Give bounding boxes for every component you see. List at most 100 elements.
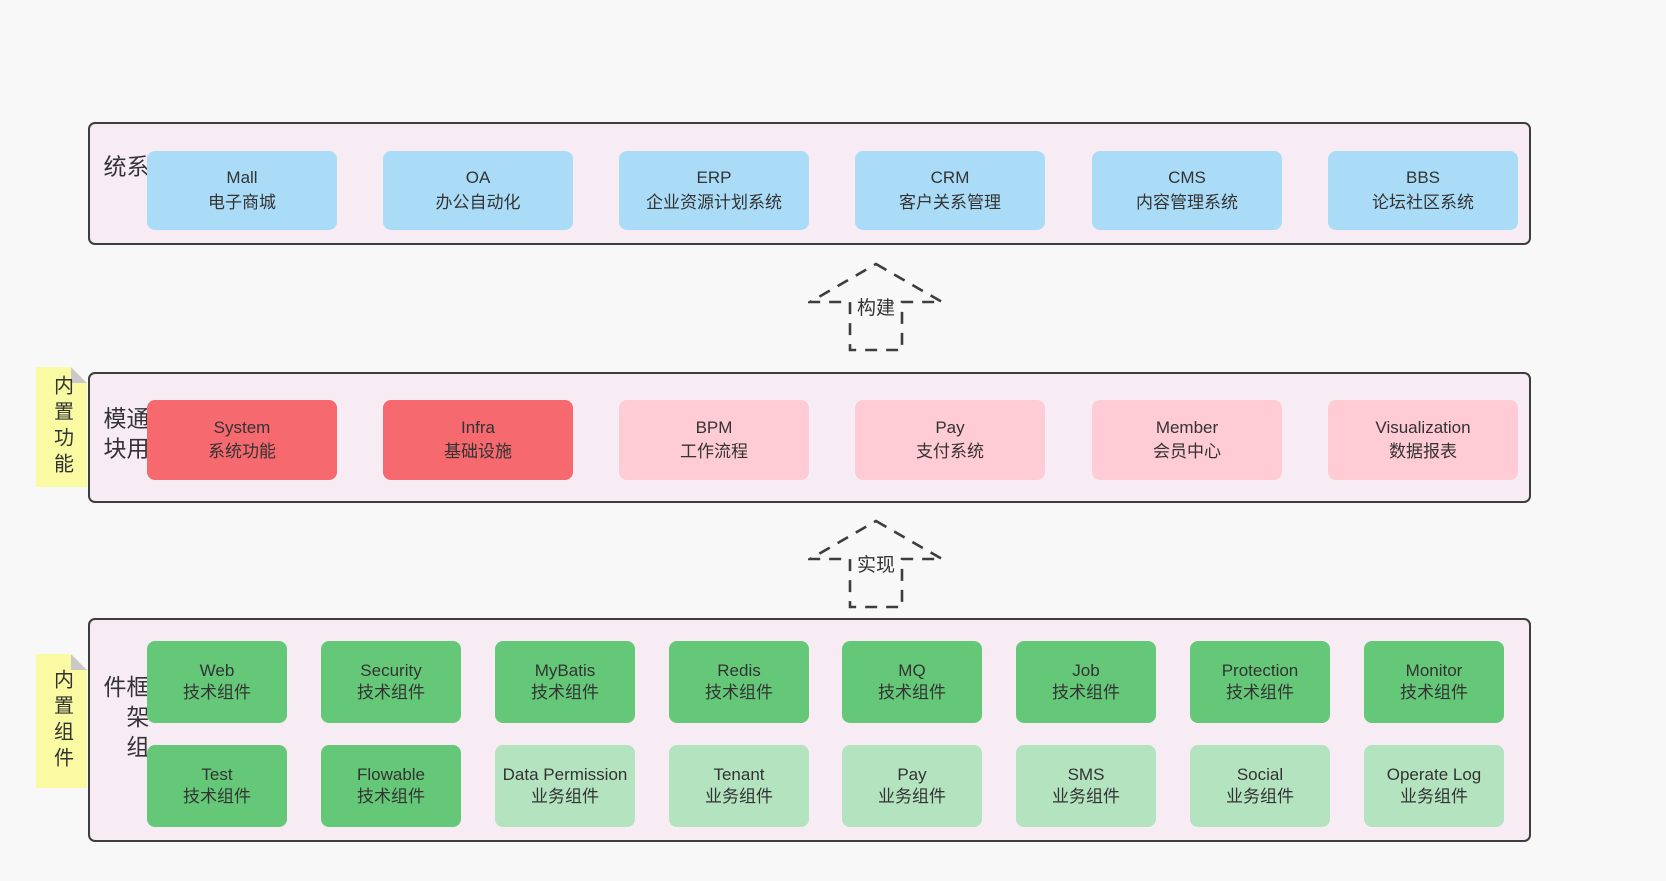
box-visualization-subtitle: 数据报表 — [1389, 442, 1457, 461]
box-mybatis-title: MyBatis — [534, 660, 596, 680]
panel-framework-components: 框架组件 Web 技术组件 Security 技术组件 MyBatis 技术组件… — [88, 618, 1531, 842]
box-job-subtitle: 技术组件 — [1052, 683, 1120, 702]
box-oa: OA 办公自动化 — [383, 151, 573, 230]
box-bbs: BBS 论坛社区系统 — [1328, 151, 1518, 230]
box-protection-subtitle: 技术组件 — [1226, 683, 1294, 702]
note-functions-text: 内置功能 — [50, 375, 73, 479]
panel-common-modules: 通用模块 System 系统功能 Infra 基础设施 BPM 工作流程 Pay… — [88, 372, 1531, 503]
box-redis-subtitle: 技术组件 — [705, 683, 773, 702]
note-fold-icon — [71, 654, 87, 670]
box-tenant-subtitle: 业务组件 — [705, 787, 773, 806]
panel-business-systems: 业务系统 Mall 电子商城 OA 办公自动化 ERP 企业资源计划系统 CRM… — [88, 122, 1531, 245]
box-data-permission-title: Data Permission — [502, 764, 628, 784]
box-test: Test 技术组件 — [147, 745, 287, 827]
box-pay: Pay 支付系统 — [855, 400, 1045, 480]
box-pay-subtitle: 支付系统 — [916, 442, 984, 461]
box-web-subtitle: 技术组件 — [183, 683, 251, 702]
box-erp-subtitle: 企业资源计划系统 — [646, 192, 782, 212]
box-cms-subtitle: 内容管理系统 — [1136, 192, 1238, 212]
dashed-up-arrow-icon — [808, 262, 944, 352]
arrow-implement: 实现 — [808, 519, 944, 610]
box-tenant-title: Tenant — [713, 764, 765, 784]
box-crm-title: CRM — [930, 168, 970, 188]
box-mall: Mall 电子商城 — [147, 151, 337, 230]
box-mq-title: MQ — [898, 660, 926, 680]
box-pay-title: Pay — [935, 417, 965, 437]
box-data-permission: Data Permission 业务组件 — [495, 745, 635, 827]
box-web-title: Web — [199, 660, 235, 680]
box-flowable-title: Flowable — [356, 764, 426, 784]
box-redis: Redis 技术组件 — [669, 641, 809, 723]
box-sms: SMS 业务组件 — [1016, 745, 1156, 827]
box-system-subtitle: 系统功能 — [208, 442, 276, 461]
box-member-subtitle: 会员中心 — [1153, 442, 1221, 461]
box-operate-log: Operate Log 业务组件 — [1364, 745, 1504, 827]
box-bbs-subtitle: 论坛社区系统 — [1372, 192, 1474, 212]
box-cms-title: CMS — [1168, 168, 1206, 188]
box-bpm-subtitle: 工作流程 — [680, 442, 748, 461]
box-pay-biz-subtitle: 业务组件 — [878, 787, 946, 806]
box-flowable: Flowable 技术组件 — [321, 745, 461, 827]
sticky-note-built-in-functions: 内置功能 — [36, 367, 87, 487]
box-monitor-title: Monitor — [1405, 660, 1463, 680]
arrow-implement-label: 实现 — [853, 550, 899, 577]
box-visualization: Visualization 数据报表 — [1328, 400, 1518, 480]
box-test-title: Test — [201, 764, 233, 784]
box-erp-title: ERP — [696, 168, 732, 188]
box-member-title: Member — [1155, 417, 1219, 437]
box-crm: CRM 客户关系管理 — [855, 151, 1045, 230]
box-crm-subtitle: 客户关系管理 — [899, 192, 1001, 212]
note-fold-icon — [71, 367, 87, 383]
box-operate-log-title: Operate Log — [1386, 764, 1482, 784]
arrow-build: 构建 — [808, 262, 944, 353]
box-oa-title: OA — [465, 168, 491, 188]
box-security: Security 技术组件 — [321, 641, 461, 723]
box-protection-title: Protection — [1221, 660, 1299, 680]
box-social-title: Social — [1236, 764, 1284, 784]
panel-framework-label: 框架组件 — [100, 675, 149, 765]
box-flowable-subtitle: 技术组件 — [357, 787, 425, 806]
box-data-permission-subtitle: 业务组件 — [531, 787, 599, 806]
arrow-build-label: 构建 — [853, 293, 899, 320]
box-mall-subtitle: 电子商城 — [208, 192, 276, 212]
box-sms-subtitle: 业务组件 — [1052, 787, 1120, 806]
box-redis-title: Redis — [717, 660, 761, 680]
box-cms: CMS 内容管理系统 — [1092, 151, 1282, 230]
box-system-title: System — [213, 417, 271, 437]
box-mybatis: MyBatis 技术组件 — [495, 641, 635, 723]
box-bpm-title: BPM — [695, 417, 733, 437]
box-oa-subtitle: 办公自动化 — [435, 192, 521, 212]
box-monitor-subtitle: 技术组件 — [1400, 683, 1468, 702]
box-bbs-title: BBS — [1405, 168, 1441, 188]
box-bpm: BPM 工作流程 — [619, 400, 809, 480]
box-job: Job 技术组件 — [1016, 641, 1156, 723]
box-mq-subtitle: 技术组件 — [878, 683, 946, 702]
box-infra: Infra 基础设施 — [383, 400, 573, 480]
box-pay-biz: Pay 业务组件 — [842, 745, 982, 827]
box-mq: MQ 技术组件 — [842, 641, 982, 723]
box-social-subtitle: 业务组件 — [1226, 787, 1294, 806]
box-job-title: Job — [1072, 660, 1100, 680]
sticky-note-built-in-components: 内置组件 — [36, 654, 87, 788]
box-mybatis-subtitle: 技术组件 — [531, 683, 599, 702]
box-sms-title: SMS — [1067, 764, 1105, 784]
box-web: Web 技术组件 — [147, 641, 287, 723]
box-system: System 系统功能 — [147, 400, 337, 480]
box-mall-title: Mall — [226, 168, 258, 188]
box-infra-title: Infra — [460, 417, 496, 437]
box-operate-log-subtitle: 业务组件 — [1400, 787, 1468, 806]
box-social: Social 业务组件 — [1190, 745, 1330, 827]
box-tenant: Tenant 业务组件 — [669, 745, 809, 827]
box-security-title: Security — [360, 660, 422, 680]
dashed-up-arrow-icon — [808, 519, 944, 609]
box-protection: Protection 技术组件 — [1190, 641, 1330, 723]
panel-modules-label: 通用模块 — [100, 405, 149, 466]
box-pay-biz-title: Pay — [897, 764, 927, 784]
box-member: Member 会员中心 — [1092, 400, 1282, 480]
box-test-subtitle: 技术组件 — [183, 787, 251, 806]
box-security-subtitle: 技术组件 — [357, 683, 425, 702]
box-visualization-title: Visualization — [1375, 417, 1471, 437]
box-monitor: Monitor 技术组件 — [1364, 641, 1504, 723]
note-components-text: 内置组件 — [50, 669, 73, 773]
